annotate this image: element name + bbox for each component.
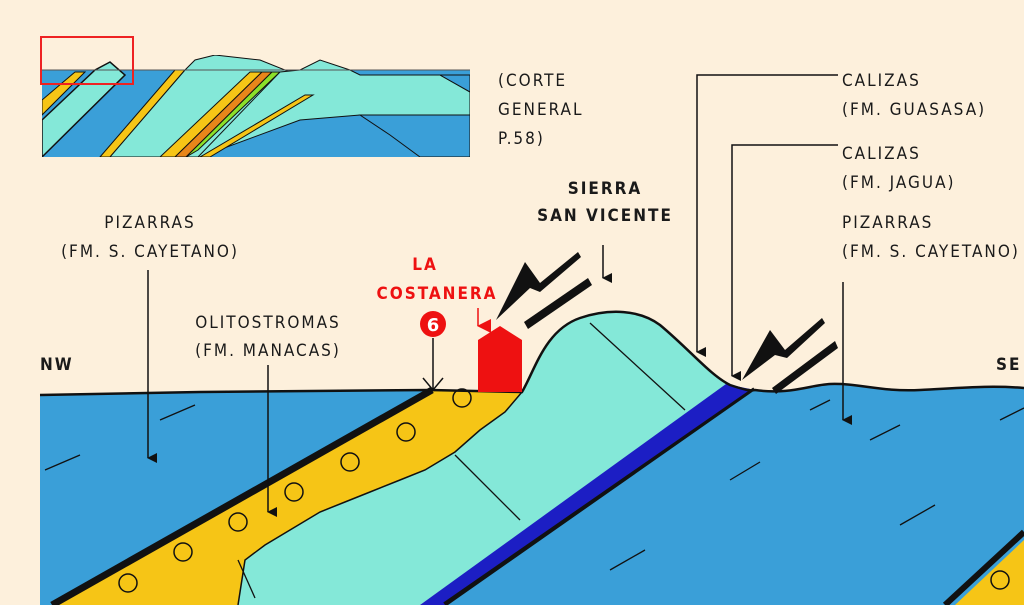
label-calizas-jagua-2: (FM. JAGUA) [842, 173, 956, 193]
label-sierra-1: SIERRA [568, 179, 643, 199]
label-la-costanera-1: LA [412, 255, 438, 275]
label-olitostromas-1: OLITOSTROMAS [195, 313, 341, 333]
label-pizarras-left-2: (FM. S. CAYETANO) [61, 242, 239, 262]
inset-caption-line2: GENERAL [498, 100, 584, 120]
label-calizas-guasasa-1: CALIZAS [842, 71, 921, 91]
label-olitostromas-2: (FM. MANACAS) [195, 341, 341, 361]
limestone-body [238, 311, 730, 605]
inset-general-section [42, 55, 470, 157]
shale-right [448, 383, 1024, 605]
label-sierra-2: SAN VICENTE [537, 206, 673, 226]
label-pizarras-right-2: (FM. S. CAYETANO) [842, 242, 1020, 262]
label-pizarras-right-1: PIZARRAS [842, 213, 933, 233]
inset-caption-line3: P.58) [498, 129, 545, 149]
label-calizas-guasasa-2: (FM. GUASASA) [842, 100, 986, 120]
fault-arrow-jagua [742, 318, 838, 394]
label-pizarras-left-1: PIZARRAS [104, 213, 195, 233]
inset-caption-line1: (CORTE [498, 71, 567, 91]
stop-number: 6 [427, 315, 440, 336]
label-nw: NW [40, 355, 74, 375]
main-section [39, 252, 1024, 605]
stop-number-badge [420, 311, 446, 337]
label-la-costanera-2: COSTANERA [376, 284, 497, 304]
fault-arrow-sierra [496, 252, 592, 329]
la-costanera-building [478, 326, 522, 392]
label-calizas-jagua-1: CALIZAS [842, 144, 921, 164]
olistostrome-band [55, 390, 522, 605]
inset-location-box [40, 36, 134, 85]
label-se: SE [996, 355, 1021, 375]
jagua-band [420, 384, 755, 605]
